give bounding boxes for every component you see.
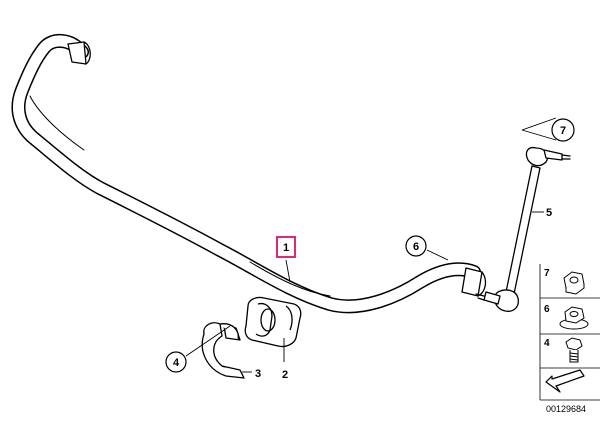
stabilizer-link[interactable]	[475, 146, 571, 312]
callout-5[interactable]: 5	[546, 207, 552, 219]
callout-7-label: 7	[560, 125, 566, 137]
callout-1-label: 1	[283, 242, 289, 254]
callout-4[interactable]: 4	[165, 351, 187, 373]
callout-7[interactable]: 7	[551, 118, 575, 142]
bracket[interactable]	[201, 322, 245, 379]
flange-nut-icon	[559, 306, 589, 330]
legend-item-4-label: 4	[544, 338, 550, 349]
callout-6-label: 6	[413, 241, 419, 253]
callout-4-label: 4	[173, 357, 180, 369]
callout-2[interactable]: 2	[282, 369, 288, 381]
diagram-id: 00129684	[546, 404, 586, 414]
callout-5-label: 5	[546, 207, 552, 219]
callout-leaders	[185, 117, 557, 373]
nut-icon	[563, 271, 585, 295]
rubber-mounting[interactable]	[244, 296, 302, 348]
direction-arrow-icon	[545, 369, 585, 393]
callout-2-label: 2	[282, 369, 288, 381]
legend-item-6[interactable]: 6	[544, 304, 589, 330]
legend-item-7-label: 7	[544, 268, 550, 279]
legend-item-4[interactable]: 4	[544, 337, 583, 363]
callout-6[interactable]: 6	[405, 235, 427, 257]
legend-panel: 7 6 4	[539, 264, 600, 401]
bolt-icon	[565, 337, 583, 363]
callout-3[interactable]: 3	[255, 368, 261, 380]
stabilizer-bar[interactable]	[11, 34, 487, 314]
legend-item-6-label: 6	[544, 304, 550, 315]
callout-3-label: 3	[255, 368, 261, 380]
legend-item-7[interactable]: 7	[544, 268, 585, 295]
callout-1[interactable]: 1	[276, 236, 296, 258]
